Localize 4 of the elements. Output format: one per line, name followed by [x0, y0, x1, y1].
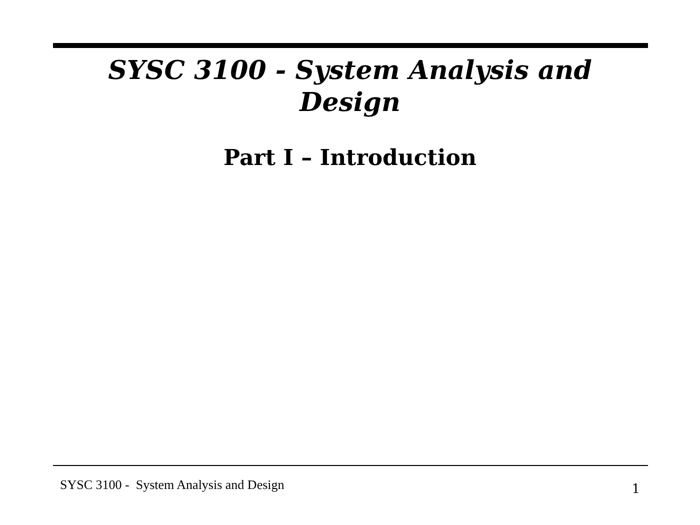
footer-text: SYSC 3100 - System Analysis and Design — [60, 477, 284, 493]
page-number: 1 — [630, 482, 640, 497]
slide-title: SYSC 3100 - System Analysis and Design — [107, 55, 593, 119]
slide-subtitle: Part I – Introduction — [222, 144, 478, 172]
